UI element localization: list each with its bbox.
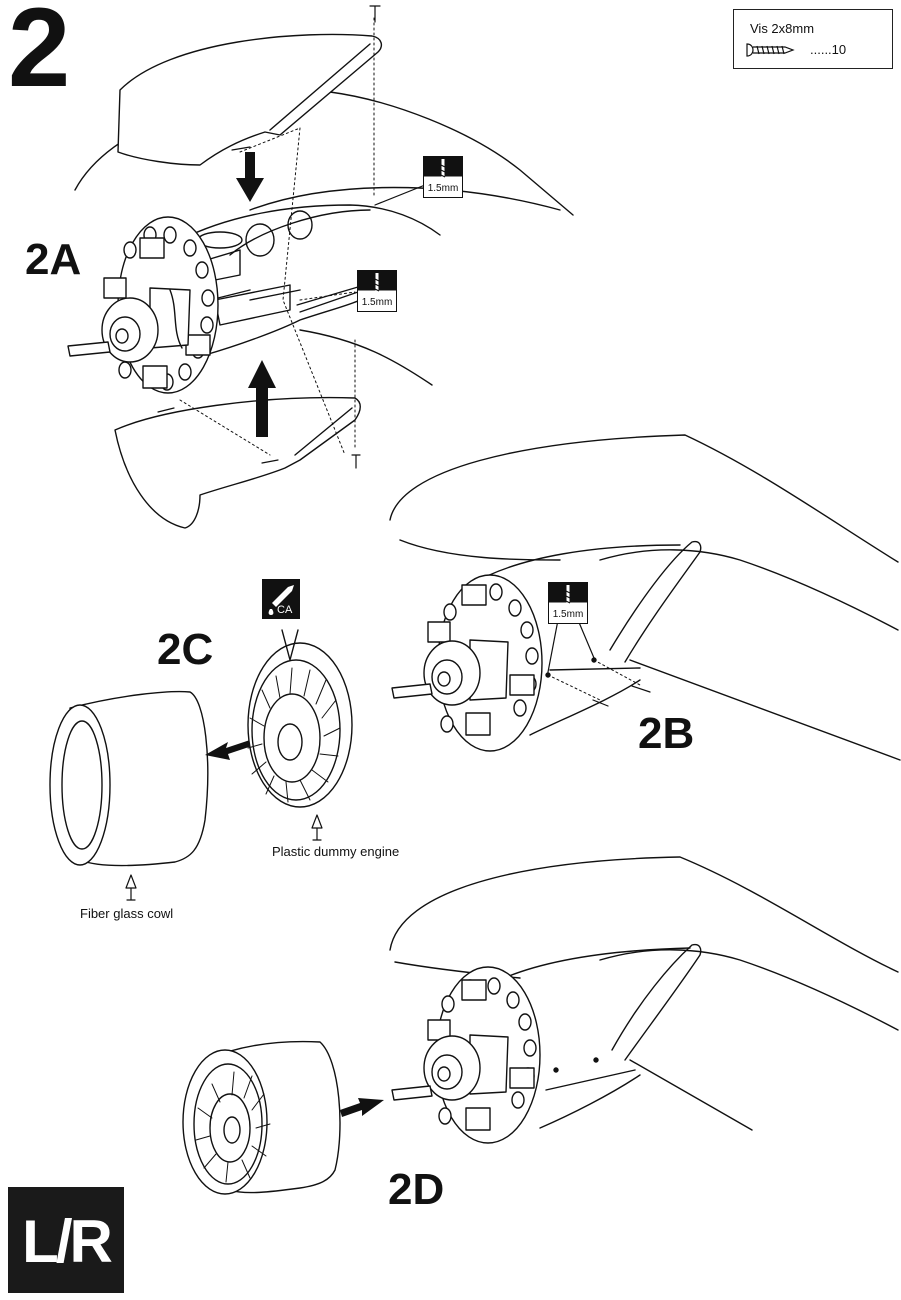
drill-tag-2a-upper: 1.5mm [423,156,463,198]
drill-tag-2a-lower: 1.5mm [357,270,397,312]
upper-fairing-2a [117,33,383,166]
sub-step-label-2b: 2B [638,709,695,758]
drill-bit-icon [423,156,463,198]
callout-dummy-engine: Plastic dummy engine [272,844,400,859]
parts-quantity: ......10 [810,42,847,57]
drill-bit-icon [357,270,397,312]
cowl-group-2c [49,629,353,901]
arrow-right-2d [340,1098,384,1117]
drill-size: 1.5mm [361,297,393,308]
screw-icon [746,43,795,57]
lower-fairing-2a [114,396,361,529]
sub-step-label-2c: 2C [157,625,214,674]
screws-2a [157,5,381,469]
arrow-left-2c [205,740,252,760]
cowl-2d [182,1040,341,1195]
nacelle-2b [389,434,901,761]
mount-blocks-2a [103,237,211,389]
glue-tag: CA [262,579,300,619]
parts-screw-name: Vis 2x8mm [750,21,815,36]
step-number: 2 [8,0,70,110]
wing-2b [389,434,901,761]
nacelle-body-2a [179,204,441,356]
guide-lines-2a [179,17,375,456]
arrow-down-2a [236,152,264,202]
callout-arrow-engine [311,814,323,841]
arrow-up-2a [248,360,276,437]
drill-tag-2b: 1.5mm [548,582,588,624]
drill-size: 1.5mm [427,183,459,194]
nacelle-2a [67,5,574,529]
dummy-engine [247,642,353,808]
sub-step-label-2d: 2D [388,1165,445,1214]
glue-label: CA [277,604,293,616]
motor-2a [67,287,191,363]
callout-arrow-cowl [125,874,137,901]
firewall-holes-2a [118,226,215,391]
side-badge: L/R [8,1187,124,1293]
wing-fairing-2b [609,540,702,663]
drill-size: 1.5mm [552,609,584,620]
glue-bottle-icon [262,579,300,619]
parts-list-box: Vis 2x8mm ......10 [733,9,893,69]
drill-bit-icon [548,582,588,624]
sub-step-label-2a: 2A [25,235,82,284]
nacelle-2d [182,856,899,1195]
side-badge-label: L/R [22,1208,113,1275]
callout-fiberglass-cowl: Fiber glass cowl [80,906,174,921]
motor-2b [391,639,509,706]
